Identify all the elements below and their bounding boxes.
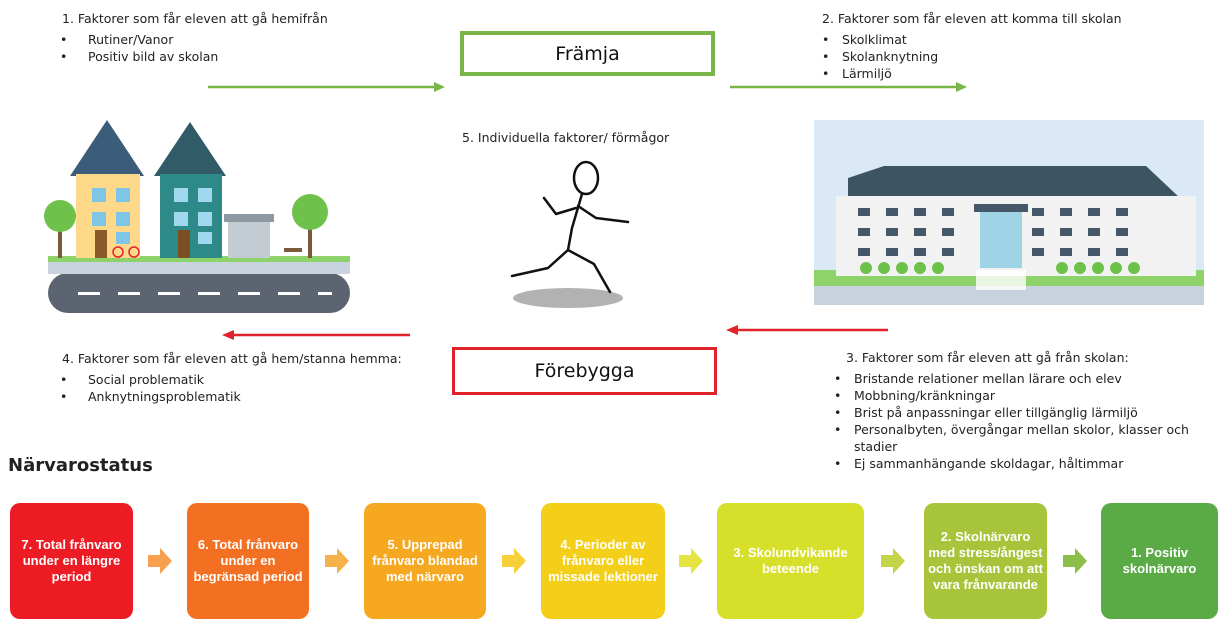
status-label: 3. Skolundvikande beteende xyxy=(733,545,848,576)
status-arrow xyxy=(679,548,703,574)
stay-home-factors-list: Social problematik Anknytningsproblemati… xyxy=(58,371,241,405)
status-box-1: 1. Positiv skolnärvaro xyxy=(1101,503,1218,619)
status-arrow xyxy=(1063,548,1087,574)
status-label: 7. Total frånvaro under en längre period xyxy=(21,537,122,584)
status-arrow xyxy=(325,548,349,574)
individual-factors-title: 5. Individuella faktorer/ förmågor xyxy=(462,130,670,145)
status-label: 4. Perioder av frånvaro eller missade le… xyxy=(548,537,658,584)
status-label: 1. Positiv skolnärvaro xyxy=(1122,545,1197,576)
stay-home-factors-title: 4. Faktorer som får eleven att gå hem/st… xyxy=(62,351,402,366)
prevent-label: Förebygga xyxy=(534,360,635,382)
list-item: Skolanknytning xyxy=(820,48,938,65)
school-factors-list: Skolklimat Skolanknytning Lärmiljö xyxy=(820,31,938,82)
list-item: Anknytningsproblematik xyxy=(58,388,241,405)
school-factors-title: 2. Faktorer som får eleven att komma til… xyxy=(822,11,1122,26)
status-box-6: 6. Total frånvaro under en begränsad per… xyxy=(187,503,309,619)
list-item: Ej sammanhängande skoldagar, håltimmar xyxy=(832,455,1222,472)
home-factors-list: Rutiner/Vanor Positiv bild av skolan xyxy=(58,31,218,65)
leave-school-factors-title: 3. Faktorer som får eleven att gå från s… xyxy=(846,350,1129,365)
list-item: Rutiner/Vanor xyxy=(58,31,218,48)
list-item: Bristande relationer mellan lärare och e… xyxy=(832,370,1222,387)
list-item: Mobbning/kränkningar xyxy=(832,387,1222,404)
status-box-4: 4. Perioder av frånvaro eller missade le… xyxy=(541,503,665,619)
prevent-box: Förebygga xyxy=(452,347,717,395)
status-arrow xyxy=(502,548,526,574)
status-arrow xyxy=(881,548,905,574)
list-item: Skolklimat xyxy=(820,31,938,48)
running-figure-illustration xyxy=(510,160,630,308)
status-label: 6. Total frånvaro under en begränsad per… xyxy=(193,537,303,584)
attendance-status-heading: Närvarostatus xyxy=(8,455,153,476)
list-item: Lärmiljö xyxy=(820,65,938,82)
home-factors-title: 1. Faktorer som får eleven att gå hemifr… xyxy=(62,11,328,26)
school-illustration xyxy=(814,120,1204,305)
status-label: 2. Skolnärvaro med stress/ångest och öns… xyxy=(928,529,1043,592)
list-item: Brist på anpassningar eller tillgänglig … xyxy=(832,404,1222,421)
status-box-2: 2. Skolnärvaro med stress/ångest och öns… xyxy=(924,503,1047,619)
promote-label: Främja xyxy=(555,42,620,65)
status-arrow xyxy=(148,548,172,574)
leave-school-factors-list: Bristande relationer mellan lärare och e… xyxy=(832,370,1222,472)
promote-box: Främja xyxy=(460,31,715,76)
list-item: Positiv bild av skolan xyxy=(58,48,218,65)
list-item: Social problematik xyxy=(58,371,241,388)
list-item: Personalbyten, övergångar mellan skolor,… xyxy=(832,421,1222,455)
status-box-5: 5. Upprepad frånvaro blandad med närvaro xyxy=(364,503,486,619)
status-box-3: 3. Skolundvikande beteende xyxy=(717,503,864,619)
houses-illustration xyxy=(44,120,350,313)
status-box-7: 7. Total frånvaro under en längre period xyxy=(10,503,133,619)
status-label: 5. Upprepad frånvaro blandad med närvaro xyxy=(372,537,478,584)
